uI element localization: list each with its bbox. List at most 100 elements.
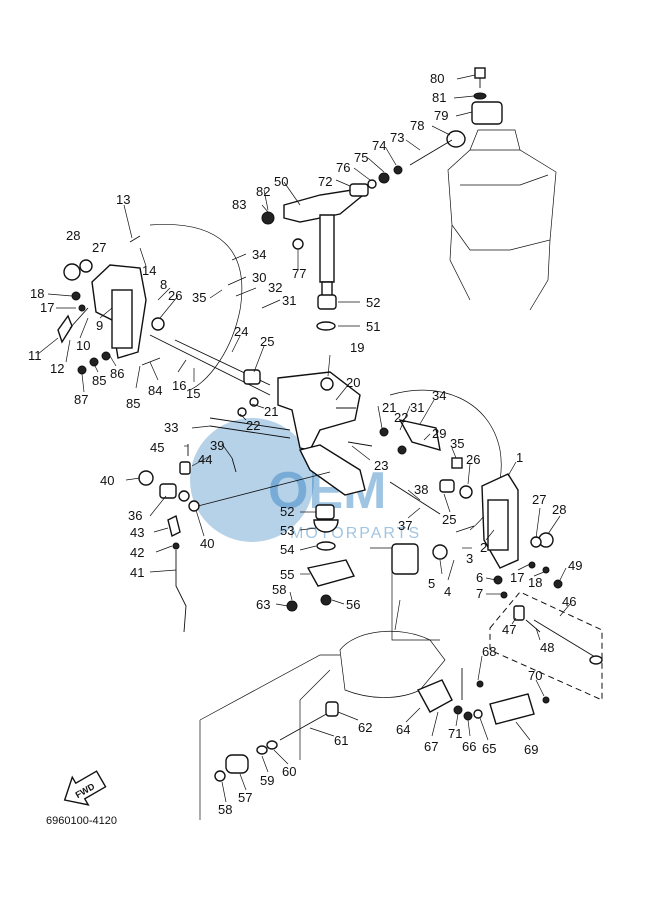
label-85-right: 85	[126, 396, 140, 411]
label-56: 56	[346, 597, 360, 612]
label-25-right: 25	[442, 512, 456, 527]
part-26-washer-right	[459, 485, 473, 499]
label-5: 5	[428, 576, 435, 591]
label-18-left: 18	[30, 286, 44, 301]
label-71: 71	[448, 726, 462, 741]
label-63: 63	[256, 597, 270, 612]
label-26-left: 26	[168, 288, 182, 303]
part-25-bushing-right	[439, 479, 455, 493]
label-66: 66	[462, 739, 476, 754]
label-72: 72	[318, 174, 332, 189]
part-57-knob	[225, 754, 249, 774]
label-84: 84	[148, 383, 162, 398]
label-29: 29	[432, 426, 446, 441]
part-19-swivel-bracket	[277, 371, 361, 451]
label-4: 4	[444, 584, 451, 599]
part-80-bolt-head	[474, 67, 486, 79]
label-32: 32	[268, 280, 282, 295]
label-9: 9	[96, 318, 103, 333]
label-70: 70	[528, 668, 542, 683]
label-24: 24	[234, 324, 248, 339]
label-60: 60	[282, 764, 296, 779]
label-22-right: 22	[394, 410, 408, 425]
label-6: 6	[476, 570, 483, 585]
part-43-connector	[167, 514, 181, 538]
label-58-lower: 58	[218, 802, 232, 817]
label-8: 8	[160, 277, 167, 292]
bracket-plate	[111, 289, 133, 349]
label-18-right: 18	[528, 575, 542, 590]
label-52-lower: 52	[280, 504, 294, 519]
label-16: 16	[172, 378, 186, 393]
part-labels: 80 81 79 78 73 74 75 76 72 50 82 83 77 1…	[28, 71, 582, 817]
label-76: 76	[336, 160, 350, 175]
label-58-upper: 58	[272, 582, 286, 597]
label-79: 79	[434, 108, 448, 123]
part-12-pad	[57, 314, 73, 344]
label-87: 87	[74, 392, 88, 407]
label-43: 43	[130, 525, 144, 540]
label-62: 62	[358, 720, 372, 735]
label-13: 13	[116, 192, 130, 207]
group-boxes	[199, 547, 603, 820]
part-28-knob-left	[63, 263, 81, 281]
label-82: 82	[256, 184, 270, 199]
label-2: 2	[480, 540, 487, 555]
label-37: 37	[398, 518, 412, 533]
part-78-bushing	[446, 130, 466, 148]
tilt-lever-box	[489, 591, 603, 701]
parts: FWD	[57, 67, 603, 806]
part-37-rod	[389, 481, 441, 515]
label-42: 42	[130, 545, 144, 560]
label-46: 46	[562, 594, 576, 609]
label-17-left: 17	[40, 300, 54, 315]
label-85-left: 85	[92, 373, 106, 388]
label-55: 55	[280, 567, 294, 582]
label-67: 67	[424, 739, 438, 754]
label-40-upper: 40	[100, 473, 114, 488]
label-75: 75	[354, 150, 368, 165]
part-52-bushing-upper	[317, 294, 337, 310]
label-59: 59	[260, 773, 274, 788]
steering-shaft	[319, 214, 335, 283]
label-33: 33	[164, 420, 178, 435]
part-69-cover	[489, 693, 535, 725]
label-25-left: 25	[260, 334, 274, 349]
part-26-washer-left	[151, 317, 165, 331]
part-64-cam-housing	[417, 679, 453, 713]
label-12: 12	[50, 361, 64, 376]
label-36: 36	[128, 508, 142, 523]
label-11: 11	[28, 348, 42, 363]
part-81-washer	[473, 92, 487, 100]
part-52-bushing-lower	[315, 504, 335, 520]
label-80: 80	[430, 71, 444, 86]
label-27-left: 27	[92, 240, 106, 255]
part-79-clamp	[471, 101, 503, 125]
label-26-right: 26	[466, 452, 480, 467]
label-64: 64	[396, 722, 410, 737]
label-49: 49	[568, 558, 582, 573]
label-14: 14	[142, 263, 156, 278]
label-57: 57	[238, 790, 252, 805]
label-45: 45	[150, 440, 164, 455]
label-17-right: 17	[510, 570, 524, 585]
part-36-holder	[159, 483, 177, 499]
label-27-right: 27	[532, 492, 546, 507]
label-53: 53	[280, 523, 294, 538]
label-61: 61	[334, 733, 348, 748]
label-22-left: 22	[246, 418, 260, 433]
label-21-right: 21	[382, 400, 396, 415]
label-35-upper: 35	[192, 290, 206, 305]
label-69: 69	[524, 742, 538, 757]
label-74: 74	[372, 138, 386, 153]
leader-lines	[37, 74, 571, 803]
swivel-arm	[298, 444, 366, 496]
part-41-link-rod	[175, 550, 187, 633]
label-65: 65	[482, 741, 496, 756]
watermark-globe	[190, 418, 314, 542]
label-34-upper: 34	[252, 247, 266, 262]
label-73: 73	[390, 130, 404, 145]
label-77: 77	[292, 266, 306, 281]
label-1: 1	[516, 450, 523, 465]
